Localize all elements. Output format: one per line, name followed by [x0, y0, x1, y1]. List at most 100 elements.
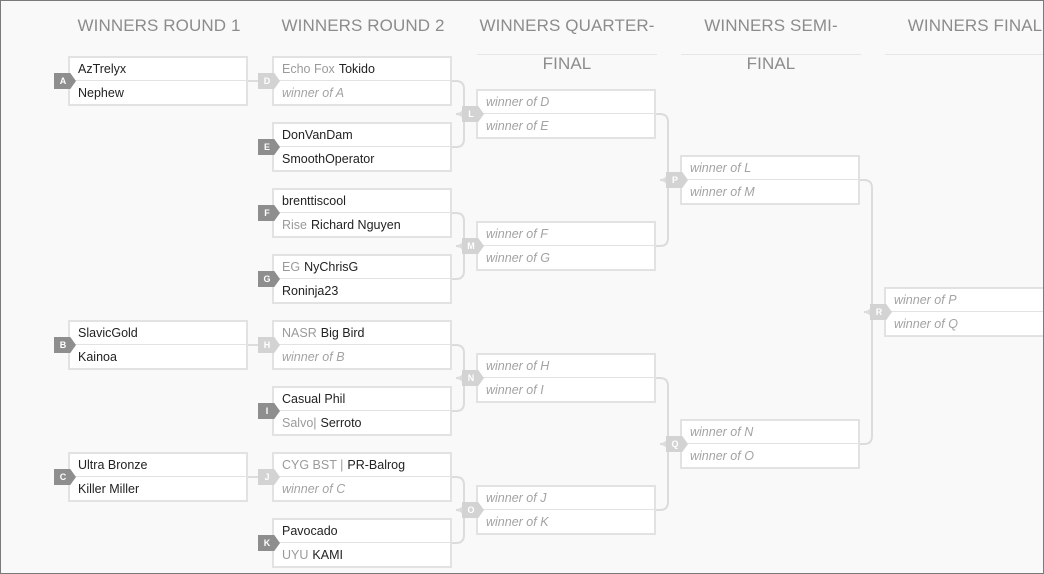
round-header: Winners Round 1 [69, 7, 249, 55]
match-slot-bottom[interactable]: SmoothOperator [274, 148, 450, 171]
round-header: Winners Round 2 [273, 7, 453, 55]
match-slot-bottom-placeholder[interactable]: winner of K [486, 515, 549, 529]
match-p[interactable]: winner of L winner of M [680, 155, 860, 205]
match-slot-bottom-placeholder[interactable]: winner of A [282, 86, 345, 100]
team-prefix: EG [282, 260, 301, 274]
player-name: Ultra Bronze [78, 458, 148, 472]
player-name: AzTrelyx [78, 62, 127, 76]
match-slot-top-placeholder[interactable]: winner of H [478, 355, 654, 378]
round-header: Winners Semi-Final [681, 7, 861, 73]
match-badge: P [666, 172, 688, 188]
match-slot-top[interactable]: Casual Phil [274, 388, 450, 411]
round-header-underline [885, 54, 1043, 55]
player-name: Richard Nguyen [311, 218, 401, 232]
match-slot-bottom[interactable]: Kainoa [70, 346, 246, 369]
round-title: Winners Semi-Final [704, 16, 838, 73]
player-name: Serroto [320, 416, 362, 430]
match-slot-bottom-placeholder[interactable]: winner of B [282, 350, 345, 364]
match-j[interactable]: CYG BST |PR-Balrog winner of C [272, 452, 452, 502]
match-slot-bottom[interactable]: Roninja23 [274, 280, 450, 303]
team-prefix: Salvo| [282, 416, 317, 430]
match-badge: B [54, 337, 76, 353]
match-slot-top-placeholder[interactable]: winner of F [478, 223, 654, 246]
match-slot-top-placeholder[interactable]: winner of D [478, 91, 654, 114]
match-o[interactable]: winner of J winner of K [476, 485, 656, 535]
team-prefix: NASR [282, 326, 317, 340]
match-m[interactable]: winner of F winner of G [476, 221, 656, 271]
player-name: Roninja23 [282, 284, 339, 298]
match-slot-top[interactable]: brenttiscool [274, 190, 450, 213]
player-name: DonVanDam [282, 128, 353, 142]
match-badge: K [258, 535, 280, 551]
bracket-connector-line [452, 509, 476, 544]
player-name: Casual Phil [282, 392, 346, 406]
match-n[interactable]: winner of H winner of I [476, 353, 656, 403]
round-header: Winners Final [885, 7, 1043, 55]
bracket-connector-line [452, 113, 476, 148]
match-q[interactable]: winner of N winner of O [680, 419, 860, 469]
match-slot-bottom-placeholder[interactable]: winner of I [486, 383, 544, 397]
match-slot-bottom-placeholder[interactable]: winner of E [486, 119, 549, 133]
player-name: SlavicGold [78, 326, 138, 340]
match-badge: F [258, 205, 280, 221]
bracket-connector-line [656, 113, 680, 181]
match-slot-bottom[interactable]: Nephew [70, 82, 246, 105]
match-badge: N [462, 370, 484, 386]
match-slot-top[interactable]: Ultra Bronze [70, 454, 246, 477]
match-slot-top[interactable]: AzTrelyx [70, 58, 246, 81]
player-name: Tokido [338, 62, 375, 76]
match-slot-top[interactable]: DonVanDam [274, 124, 450, 147]
round-header: Winners Quarter-Final [477, 7, 657, 73]
match-slot-top-placeholder[interactable]: winner of N [682, 421, 858, 444]
match-slot-top[interactable]: SlavicGold [70, 322, 246, 345]
match-badge: R [870, 304, 892, 320]
player-name: Kainoa [78, 350, 117, 364]
match-slot-bottom-placeholder[interactable]: winner of Q [894, 317, 958, 331]
player-name: PR-Balrog [347, 458, 406, 472]
bracket-connector-line [656, 377, 680, 445]
match-slot-bottom[interactable]: Killer Miller [70, 478, 246, 501]
match-badge: H [258, 337, 280, 353]
round-title: Winners Quarter-Final [479, 16, 655, 73]
player-name: NyChrisG [304, 260, 359, 274]
match-slot-bottom-placeholder[interactable]: winner of M [690, 185, 755, 199]
bracket-connector-line [656, 179, 680, 247]
match-slot-bottom-placeholder[interactable]: winner of O [690, 449, 754, 463]
match-slot-bottom-placeholder[interactable]: winner of C [282, 482, 346, 496]
round-title: Winners Final [907, 16, 1043, 35]
bracket-connector-line [452, 245, 476, 280]
player-name: Nephew [78, 86, 124, 100]
player-name: Big Bird [320, 326, 365, 340]
match-slot-top-placeholder[interactable]: winner of L [682, 157, 858, 180]
match-slot-bottom[interactable]: Salvo|Serroto [274, 412, 450, 435]
match-slot-top[interactable]: CYG BST |PR-Balrog [274, 454, 450, 477]
match-badge: L [462, 106, 484, 122]
match-badge: O [462, 502, 484, 518]
team-prefix: Rise [282, 218, 308, 232]
match-l[interactable]: winner of D winner of E [476, 89, 656, 139]
round-title: Winners Round 1 [77, 16, 241, 35]
match-slot-top-placeholder[interactable]: winner of J [478, 487, 654, 510]
match-slot-top-placeholder[interactable]: winner of P [886, 289, 1043, 312]
match-slot-top[interactable]: Pavocado [274, 520, 450, 543]
match-slot-bottom-placeholder[interactable]: winner of G [486, 251, 550, 265]
player-name: Pavocado [282, 524, 338, 538]
match-r[interactable]: winner of P winner of Q [884, 287, 1043, 337]
